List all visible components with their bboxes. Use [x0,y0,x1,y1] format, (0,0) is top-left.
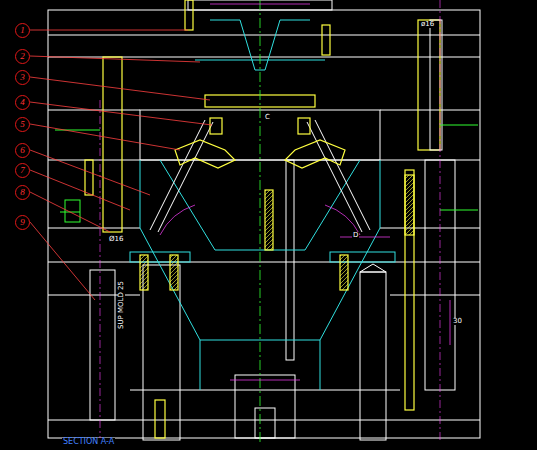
callout-number: 3 [20,73,25,82]
part-note: SUP MOLD 25 [118,280,125,330]
callout-number: 6 [20,146,25,155]
callout-number: 4 [20,98,25,107]
callout-circle: 9 [15,215,30,230]
dimension: 30 [452,318,463,325]
callout-number: 5 [20,120,25,129]
callout-circle: 8 [15,185,30,200]
callout-number: 8 [20,188,25,197]
callout-circle: 1 [15,23,30,38]
diameter-dim: Ø16 [108,236,124,243]
callout-circle: 2 [15,49,30,64]
callout-circle: 4 [15,95,30,110]
callout-circle: 5 [15,117,30,132]
section-mark: C [264,114,271,121]
callout-circle: 7 [15,163,30,178]
callout-number: 9 [20,218,25,227]
callout-circle: 3 [15,70,30,85]
callout-number: 1 [20,26,25,35]
callout-number: 2 [20,52,25,61]
diameter-dim: ø16 [420,21,435,28]
callout-number: 7 [20,166,25,175]
callout-circle: 6 [15,143,30,158]
section-title: SECTION A-A [62,438,115,446]
section-mark: D [352,232,359,239]
